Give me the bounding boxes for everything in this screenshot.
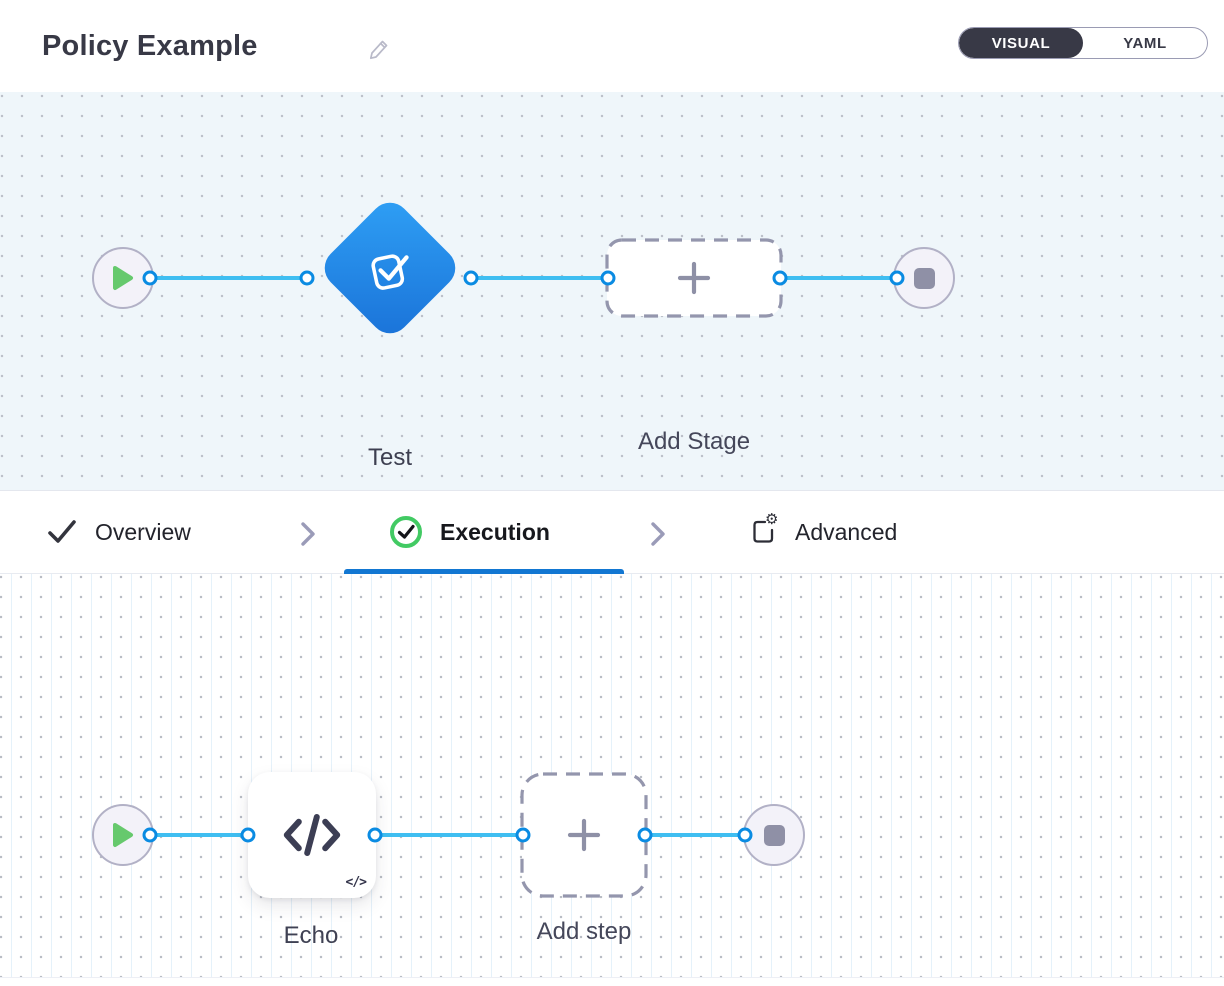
port[interactable]: [463, 270, 479, 286]
port[interactable]: [737, 827, 753, 843]
pencil-icon: [369, 40, 388, 60]
edge-start-to-step: [150, 833, 248, 837]
edge-start-to-stage: [150, 276, 307, 280]
plus-icon: [677, 261, 711, 295]
stage-config-tabs: Overview Execution ⚙ Advanced: [0, 490, 1224, 574]
edge-step-to-addstep: [375, 833, 523, 837]
canvas-bottom-edge: [0, 977, 1224, 986]
step-node-echo[interactable]: </>: [248, 772, 376, 898]
stop-square-icon: [913, 267, 935, 289]
edit-title-button[interactable]: [368, 38, 390, 67]
step-label: Echo: [283, 922, 339, 949]
execution-step-canvas[interactable]: </> Echo Add step: [0, 574, 1224, 977]
port[interactable]: [142, 827, 158, 843]
port[interactable]: [142, 270, 158, 286]
port[interactable]: [240, 827, 256, 843]
tab-execution[interactable]: Execution: [389, 491, 550, 573]
tab-advanced-label: Advanced: [795, 518, 898, 545]
tab-overview-label: Overview: [95, 518, 191, 545]
settings-square-icon: ⚙: [748, 511, 778, 547]
stage-label: Test: [367, 444, 413, 471]
step-type-badge: </>: [345, 875, 368, 890]
visual-yaml-toggle[interactable]: VISUAL YAML: [958, 27, 1208, 59]
add-stage-button[interactable]: [605, 238, 783, 318]
play-icon: [113, 266, 133, 290]
page-title: Policy Example: [42, 30, 258, 62]
chevron-right-icon: [651, 522, 665, 546]
port[interactable]: [889, 270, 905, 286]
stage-canvas[interactable]: Test Add Stage: [0, 92, 1224, 490]
check-circle-icon: [390, 516, 422, 548]
port[interactable]: [772, 270, 788, 286]
active-tab-underline: [344, 569, 624, 574]
add-step-button[interactable]: [520, 772, 648, 898]
toggle-visual-button[interactable]: VISUAL: [959, 28, 1083, 58]
check-icon: [48, 520, 76, 543]
port[interactable]: [515, 827, 531, 843]
port[interactable]: [637, 827, 653, 843]
edge-addstage-to-end: [780, 276, 897, 280]
code-icon: [283, 814, 341, 856]
add-step-label: Add step: [536, 918, 632, 945]
check-card-icon: [371, 254, 409, 290]
stop-square-icon: [763, 824, 785, 846]
execution-end-node[interactable]: [743, 804, 805, 866]
chevron-right-icon: [301, 522, 315, 546]
add-stage-label: Add Stage: [637, 428, 751, 455]
port[interactable]: [299, 270, 315, 286]
toggle-yaml-button[interactable]: YAML: [1123, 34, 1167, 52]
tab-advanced[interactable]: ⚙ Advanced: [748, 491, 897, 573]
edge-addstep-to-end: [645, 833, 745, 837]
stage-node-test[interactable]: [316, 194, 464, 342]
gear-glyph: ⚙: [765, 511, 779, 528]
port[interactable]: [367, 827, 383, 843]
play-icon: [113, 823, 133, 847]
header: Policy Example VISUAL YAML: [0, 0, 1224, 92]
port[interactable]: [600, 270, 616, 286]
edge-stage-to-addstage: [471, 276, 608, 280]
tab-overview[interactable]: Overview: [46, 491, 191, 573]
tab-execution-label: Execution: [440, 518, 550, 545]
plus-icon: [567, 818, 601, 852]
